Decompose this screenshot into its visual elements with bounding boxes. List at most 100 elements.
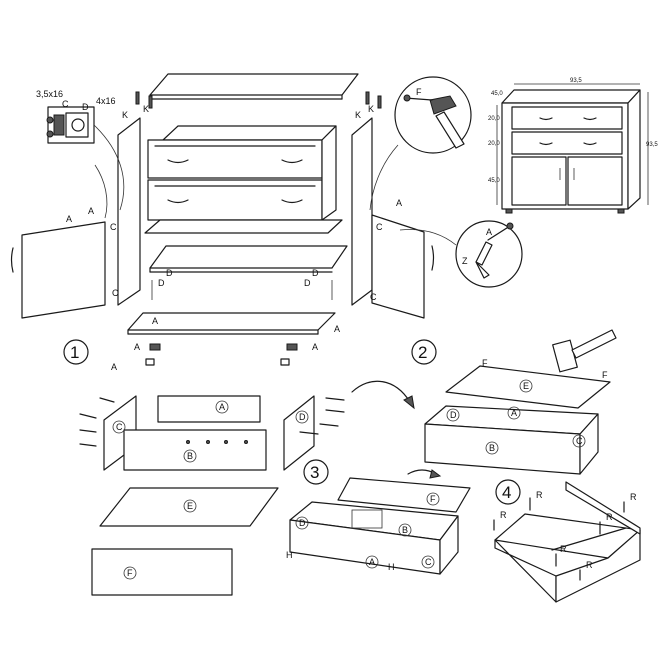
dowel [377,95,382,109]
arrow-icon [351,380,411,403]
part-letter: Z [462,256,468,266]
part-letter: E [187,501,193,511]
part-letter: C [370,292,377,302]
drawer-front-panel-f [91,548,233,596]
part-letter: K [368,104,374,114]
foot [286,343,298,351]
part-letter: D [299,412,306,422]
part-letter: B [402,525,408,535]
part-letter: D [82,102,89,112]
part-letter: A [111,362,117,372]
part-letter: C [62,99,69,109]
part-letter: F [416,87,422,97]
door-handle [10,247,14,273]
dim-drawer: 20,0 [488,141,500,147]
part-letter: A [134,342,140,352]
screw-label: 3,5x16 [36,89,63,99]
drawer-side-right [283,395,315,471]
drawer-handle [281,199,303,204]
drawer-handle [167,159,189,164]
part-letter: B [489,443,495,453]
drawer-bottom-panel-e [99,487,279,527]
step-circle [63,339,89,365]
part-letter: H [286,550,293,560]
part-letter: R [500,510,507,520]
part-letter: D [304,278,311,288]
dimension-view-top [501,89,641,104]
dim-height: 93,5 [646,142,658,148]
step-number: 4 [502,483,511,502]
detail-callout [455,220,523,288]
top-panel [149,73,359,96]
part-letter: D [166,268,173,278]
dim-drawer: 20,0 [488,116,500,122]
step-number: 3 [310,463,319,482]
right-side-panel [351,117,373,306]
step-circle [303,459,329,485]
part-letter: R [630,492,637,502]
step-circle [411,339,437,365]
part-letter: A [66,214,72,224]
door-handle [431,245,435,271]
part-letter: B [187,451,193,461]
bottom-shelf [149,245,348,269]
part-letter: A [152,316,158,326]
dowel [365,91,370,105]
hammer-icon [552,339,578,373]
drawer-handle [167,199,189,204]
left-door [21,221,106,319]
screw-label: 4x16 [96,96,116,106]
step-circle [495,479,521,505]
foot [145,358,155,366]
part-letter: D [158,278,165,288]
part-letter: R [536,490,543,500]
part-letter: K [143,104,149,114]
part-letter: D [299,518,306,528]
dowel [148,95,153,109]
dim-width: 93,5 [570,78,582,84]
part-letter: E [523,381,529,391]
drawer-handle [281,159,303,164]
foot [149,343,161,351]
part-letter: C [576,436,583,446]
right-door [371,214,425,319]
part-letter: A [396,198,402,208]
dim-door: 45,0 [488,178,500,184]
part-letter: F [602,370,608,380]
step-number: 2 [418,343,427,362]
part-letter: A [486,227,492,237]
part-letter: C [112,288,119,298]
step-number: 1 [70,343,79,362]
part-letter: A [312,342,318,352]
drawer-bottom-panel-e [445,365,611,409]
part-letter: R [560,544,567,554]
part-letter: A [511,408,517,418]
part-letter: R [606,512,613,522]
part-letter: H [388,562,395,572]
part-letter: D [312,268,319,278]
drawer-front-lower [147,179,323,221]
foot [280,358,290,366]
part-letter: K [355,110,361,120]
part-letter: F [430,494,436,504]
part-letter: F [482,358,488,368]
part-letter: C [425,557,432,567]
part-letter: K [122,110,128,120]
carcass-back [162,125,337,141]
part-letter: A [334,324,340,334]
part-letter: C [110,222,117,232]
part-letter: F [127,568,133,578]
base-panel [127,312,336,331]
part-letter: A [219,402,225,412]
part-letter: A [369,557,375,567]
left-side-panel [117,117,141,306]
part-letter: D [450,410,457,420]
dowel [135,91,140,105]
part-letter: C [376,222,383,232]
middle-shelf [144,219,343,234]
drawer-front-panel-b [123,429,267,471]
drawer-back-panel-a [157,395,261,423]
part-letter: R [586,560,593,570]
